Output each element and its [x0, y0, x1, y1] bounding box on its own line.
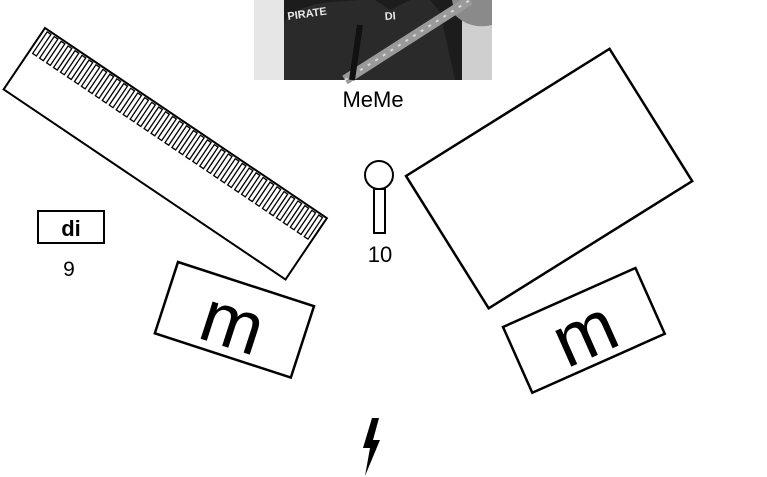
performer-photo: PIRATE DI — [254, 0, 492, 80]
di-box-label: di — [61, 216, 81, 241]
microphone-icon — [365, 161, 393, 233]
di-number: 9 — [63, 258, 75, 281]
monitor-left: m — [153, 261, 315, 384]
right-riser — [406, 49, 692, 308]
lightning-bolt-icon — [363, 418, 380, 476]
photo-caption: MeMe — [342, 87, 403, 112]
shirt-text-right: DI — [384, 10, 396, 23]
di-box: di 9 — [38, 211, 104, 281]
mic-number: 10 — [368, 242, 392, 267]
